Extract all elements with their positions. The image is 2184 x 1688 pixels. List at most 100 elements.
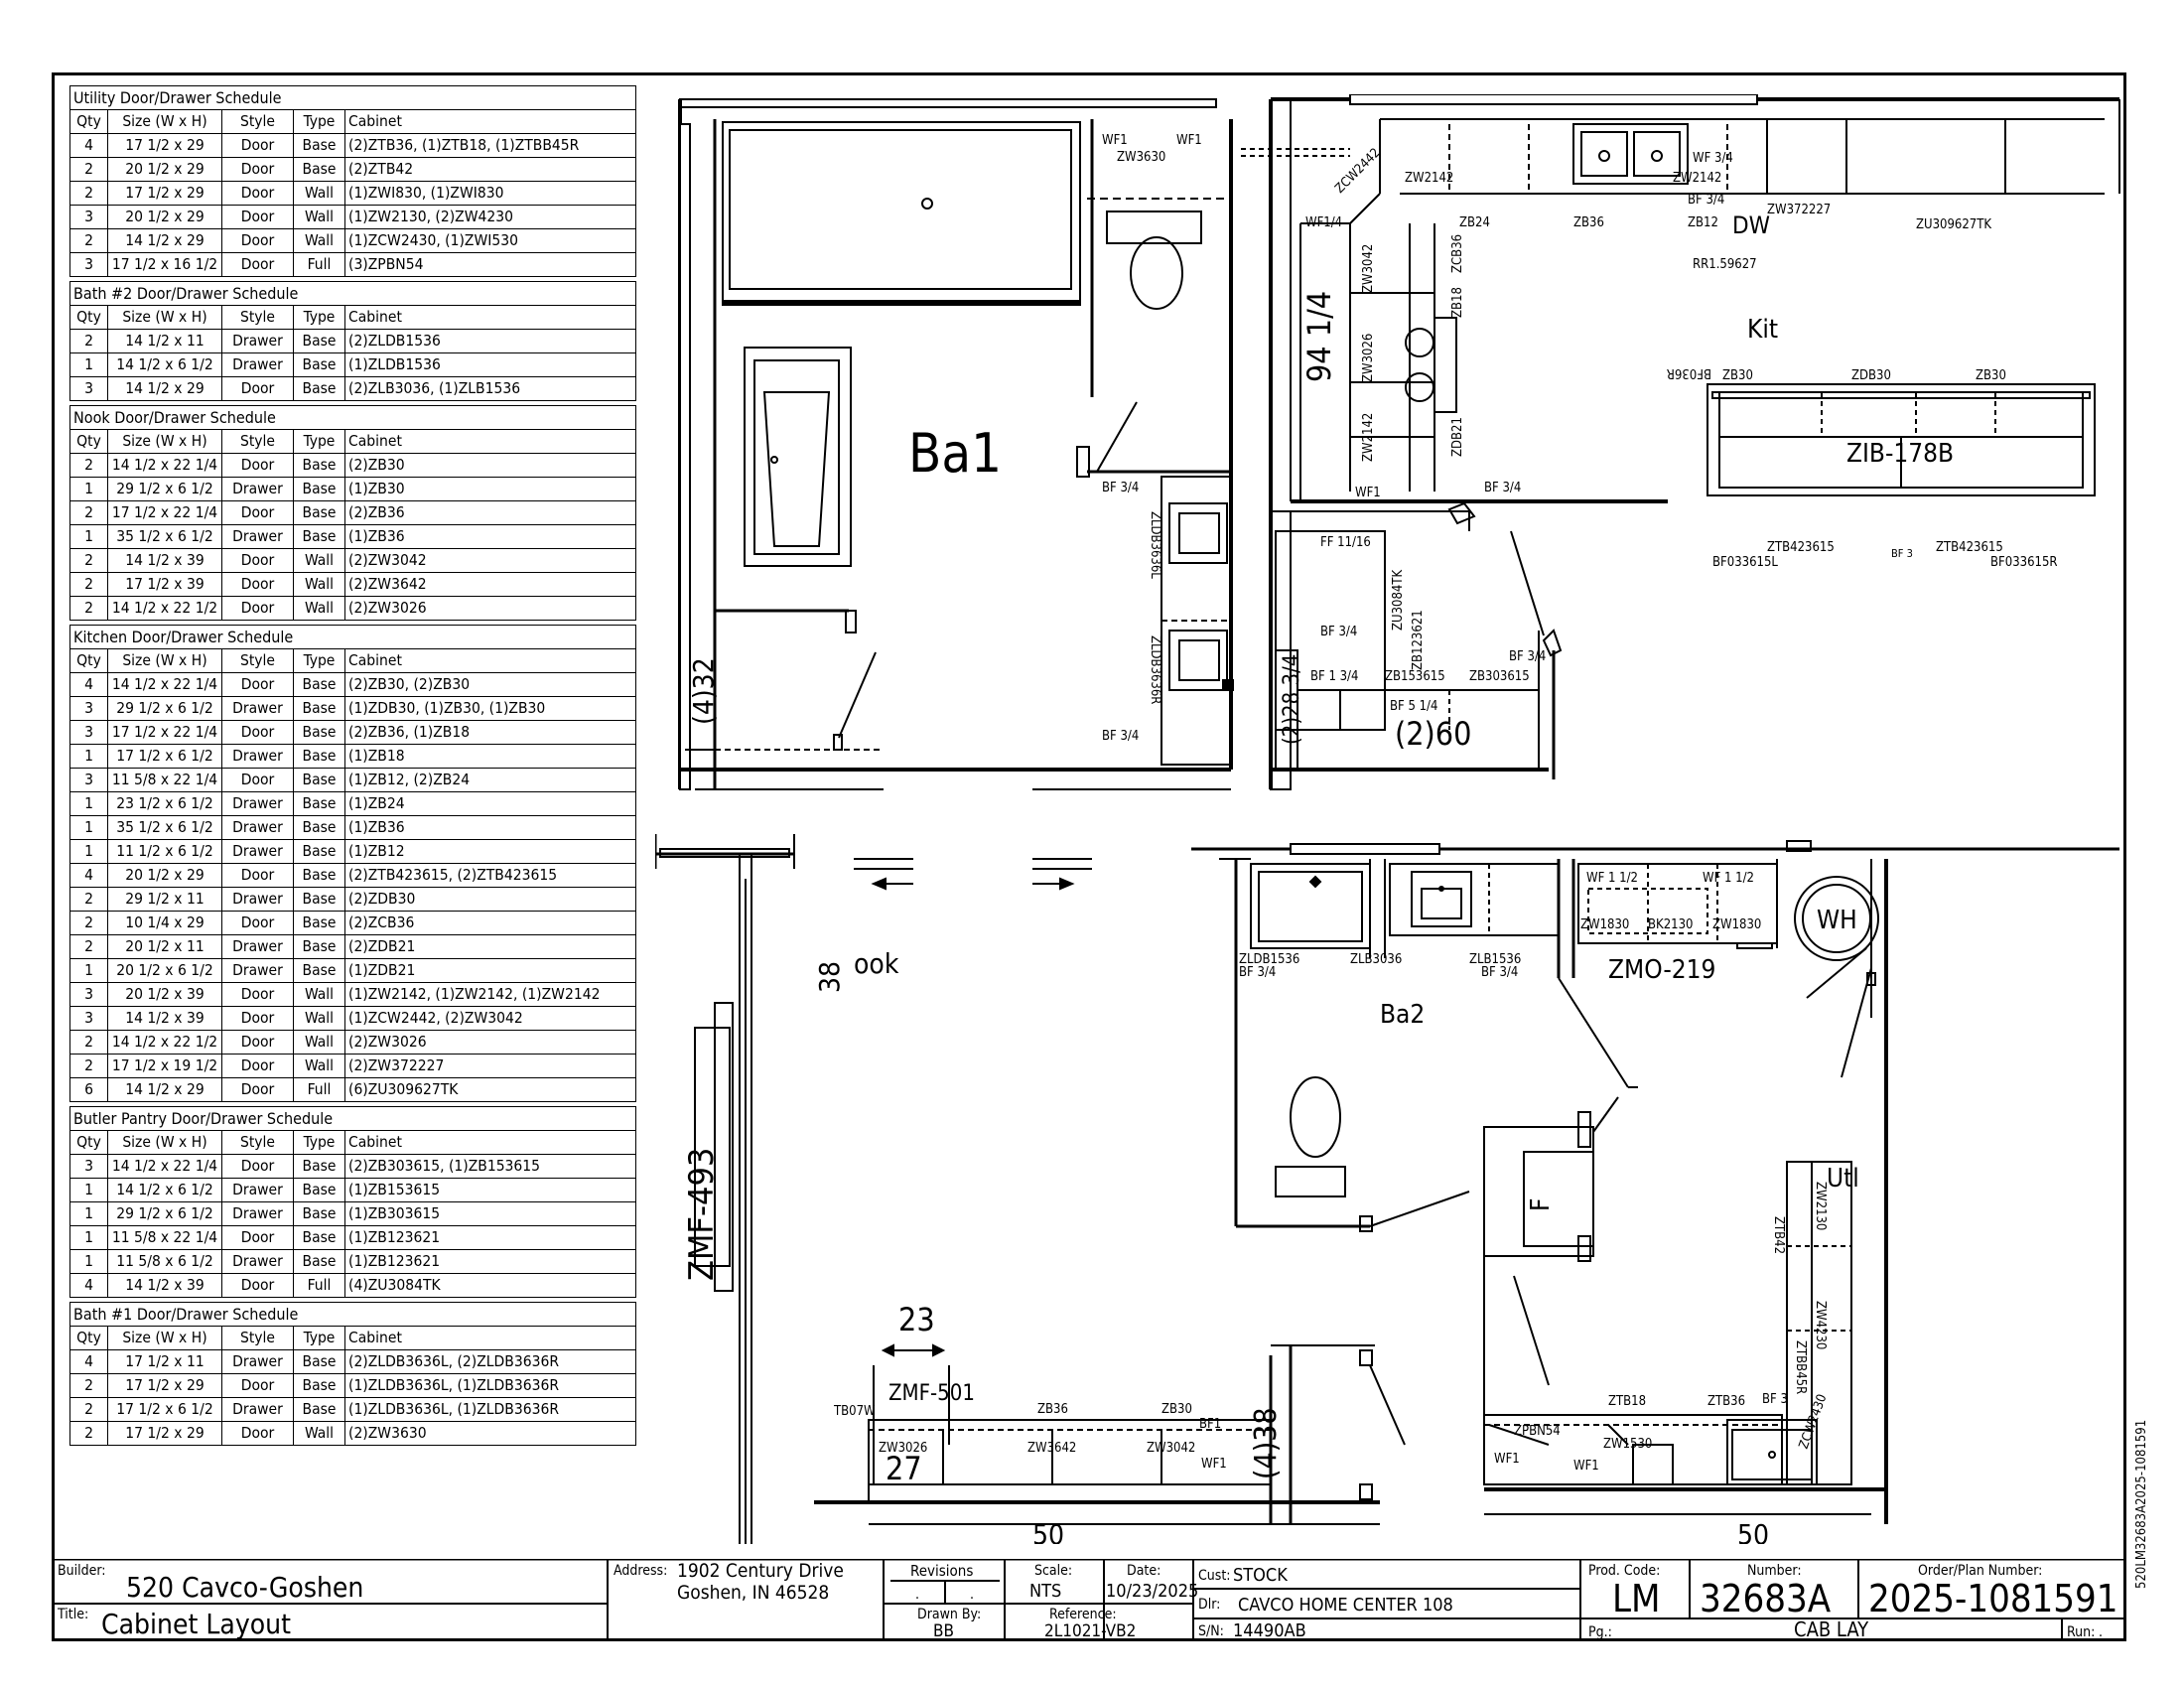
table-cell: Door — [221, 157, 294, 182]
table-cell: 1 — [69, 477, 108, 501]
table-cell: 1 — [69, 1249, 108, 1274]
table-cell: 14 1/2 x 22 1/4 — [107, 453, 222, 478]
table-cell: Base — [293, 352, 345, 377]
label-bk2130: BK2130 — [1648, 917, 1693, 932]
label-bf34-g: BF 3/4 — [1239, 965, 1276, 980]
table-cell: 6 — [69, 1077, 108, 1102]
builder-value: 520 Cavco-Goshen — [126, 1571, 363, 1604]
table-cell: (1)ZLDB3636L, (1)ZLDB3636R — [343, 1373, 637, 1398]
furnace-label: F — [1526, 1198, 1556, 1211]
label-ztb18: ZTB18 — [1608, 1394, 1646, 1409]
label-zw372227: ZW372227 — [1767, 203, 1831, 217]
table-cell: (2)ZCB36 — [343, 911, 637, 935]
label-bf3-a: BF 3 — [1891, 547, 1913, 560]
run-label: Run: — [2067, 1624, 2095, 1640]
water-heater-label: WH — [1817, 906, 1857, 935]
table-cell: 17 1/2 x 22 1/4 — [107, 500, 222, 525]
table-cell: 20 1/2 x 29 — [107, 863, 222, 888]
table-cell: Door — [221, 1225, 294, 1250]
table-cell: 1 — [69, 958, 108, 983]
table-cell: (2)ZLDB3636L, (2)ZLDB3636R — [343, 1349, 637, 1374]
table-cell: Base — [293, 1249, 345, 1274]
table-cell: (2)ZLDB1536 — [343, 329, 637, 353]
table-cell: Door — [221, 1054, 294, 1078]
table-cell: Wall — [293, 1006, 345, 1031]
label-zw3026-nook: ZW3026 — [879, 1441, 927, 1456]
room-ba1: Ba1 — [908, 422, 1002, 485]
table-cell: 2 — [69, 181, 108, 206]
label-bf036r: BF036R — [1667, 365, 1711, 380]
table-cell: 14 1/2 x 29 — [107, 228, 222, 253]
table-cell: (1)ZB123621 — [343, 1225, 637, 1250]
table-cell: Base — [293, 672, 345, 697]
table-cell: Drawer — [221, 958, 294, 983]
table-cell: Drawer — [221, 1249, 294, 1274]
table-cell: Wall — [293, 181, 345, 206]
label-zldb1536: ZLDB1536 — [1239, 952, 1299, 967]
table-cell: Door — [221, 376, 294, 401]
table-cell: 1 — [69, 524, 108, 549]
schedule-title: Bath #2 Door/Drawer Schedule — [68, 281, 637, 306]
label-wf14: WF1/4 — [1305, 215, 1342, 230]
table-cell: Drawer — [221, 1178, 294, 1202]
label-bf34-a: BF 3/4 — [1102, 481, 1139, 495]
table-cell: Base — [293, 453, 345, 478]
table-cell: 3 — [69, 1006, 108, 1031]
table-cell: 17 1/2 x 6 1/2 — [107, 1397, 222, 1422]
table-cell: Base — [293, 815, 345, 840]
label-bf34-d: BF 3/4 — [1484, 481, 1521, 495]
column-header: Style — [221, 109, 294, 134]
table-cell: Base — [293, 934, 345, 959]
table-cell: (1)ZB24 — [343, 791, 637, 816]
table-cell: 1 — [69, 791, 108, 816]
date-label: Date: — [1127, 1563, 1160, 1579]
cabinet-floor-plan: Ba1 Ba2 Kit Utl ook 38 94 1/4 (4)32 (2)2… — [655, 94, 2120, 1544]
table-cell: 1 — [69, 1178, 108, 1202]
table-cell: 17 1/2 x 22 1/4 — [107, 720, 222, 745]
table-cell: 11 1/2 x 6 1/2 — [107, 839, 222, 864]
table-cell: 2 — [69, 157, 108, 182]
table-cell: Drawer — [221, 791, 294, 816]
table-cell: (3)ZPBN54 — [343, 252, 637, 277]
number-label: Number: — [1747, 1563, 1802, 1579]
table-cell: Wall — [293, 1421, 345, 1446]
revision-b: . — [970, 1587, 974, 1603]
column-header: Type — [293, 109, 345, 134]
label-ztb42: ZTB42 — [1771, 1216, 1786, 1254]
page-label: Pg.: — [1588, 1624, 1612, 1640]
dim-2-60: (2)60 — [1395, 715, 1471, 753]
dim-4-38: (4)38 — [1249, 1407, 1284, 1479]
column-header: Cabinet — [343, 648, 637, 673]
table-cell: 29 1/2 x 6 1/2 — [107, 1201, 222, 1226]
column-header: Size (W x H) — [107, 1326, 222, 1350]
table-cell: Base — [293, 791, 345, 816]
column-header: Type — [293, 305, 345, 330]
table-cell: (1)ZB36 — [343, 815, 637, 840]
room-nook: ook — [854, 947, 899, 980]
label-zpbn54: ZPBN54 — [1514, 1424, 1561, 1439]
drawn-by-value: BB — [933, 1621, 954, 1641]
label-ztb36: ZTB36 — [1707, 1394, 1745, 1409]
column-header: Style — [221, 1130, 294, 1155]
label-zu309627tk: ZU309627TK — [1916, 217, 1991, 232]
label-zb24: ZB24 — [1459, 215, 1490, 230]
table-cell: Door — [221, 228, 294, 253]
label-wf34: WF 3/4 — [1693, 151, 1733, 166]
label-zcb36: ZCB36 — [1450, 234, 1465, 273]
table-cell: Drawer — [221, 352, 294, 377]
label-zb123621: ZB123621 — [1411, 610, 1426, 670]
run-value: . — [2099, 1624, 2103, 1640]
table-cell: 3 — [69, 1154, 108, 1179]
label-zb303615: ZB303615 — [1469, 669, 1530, 684]
